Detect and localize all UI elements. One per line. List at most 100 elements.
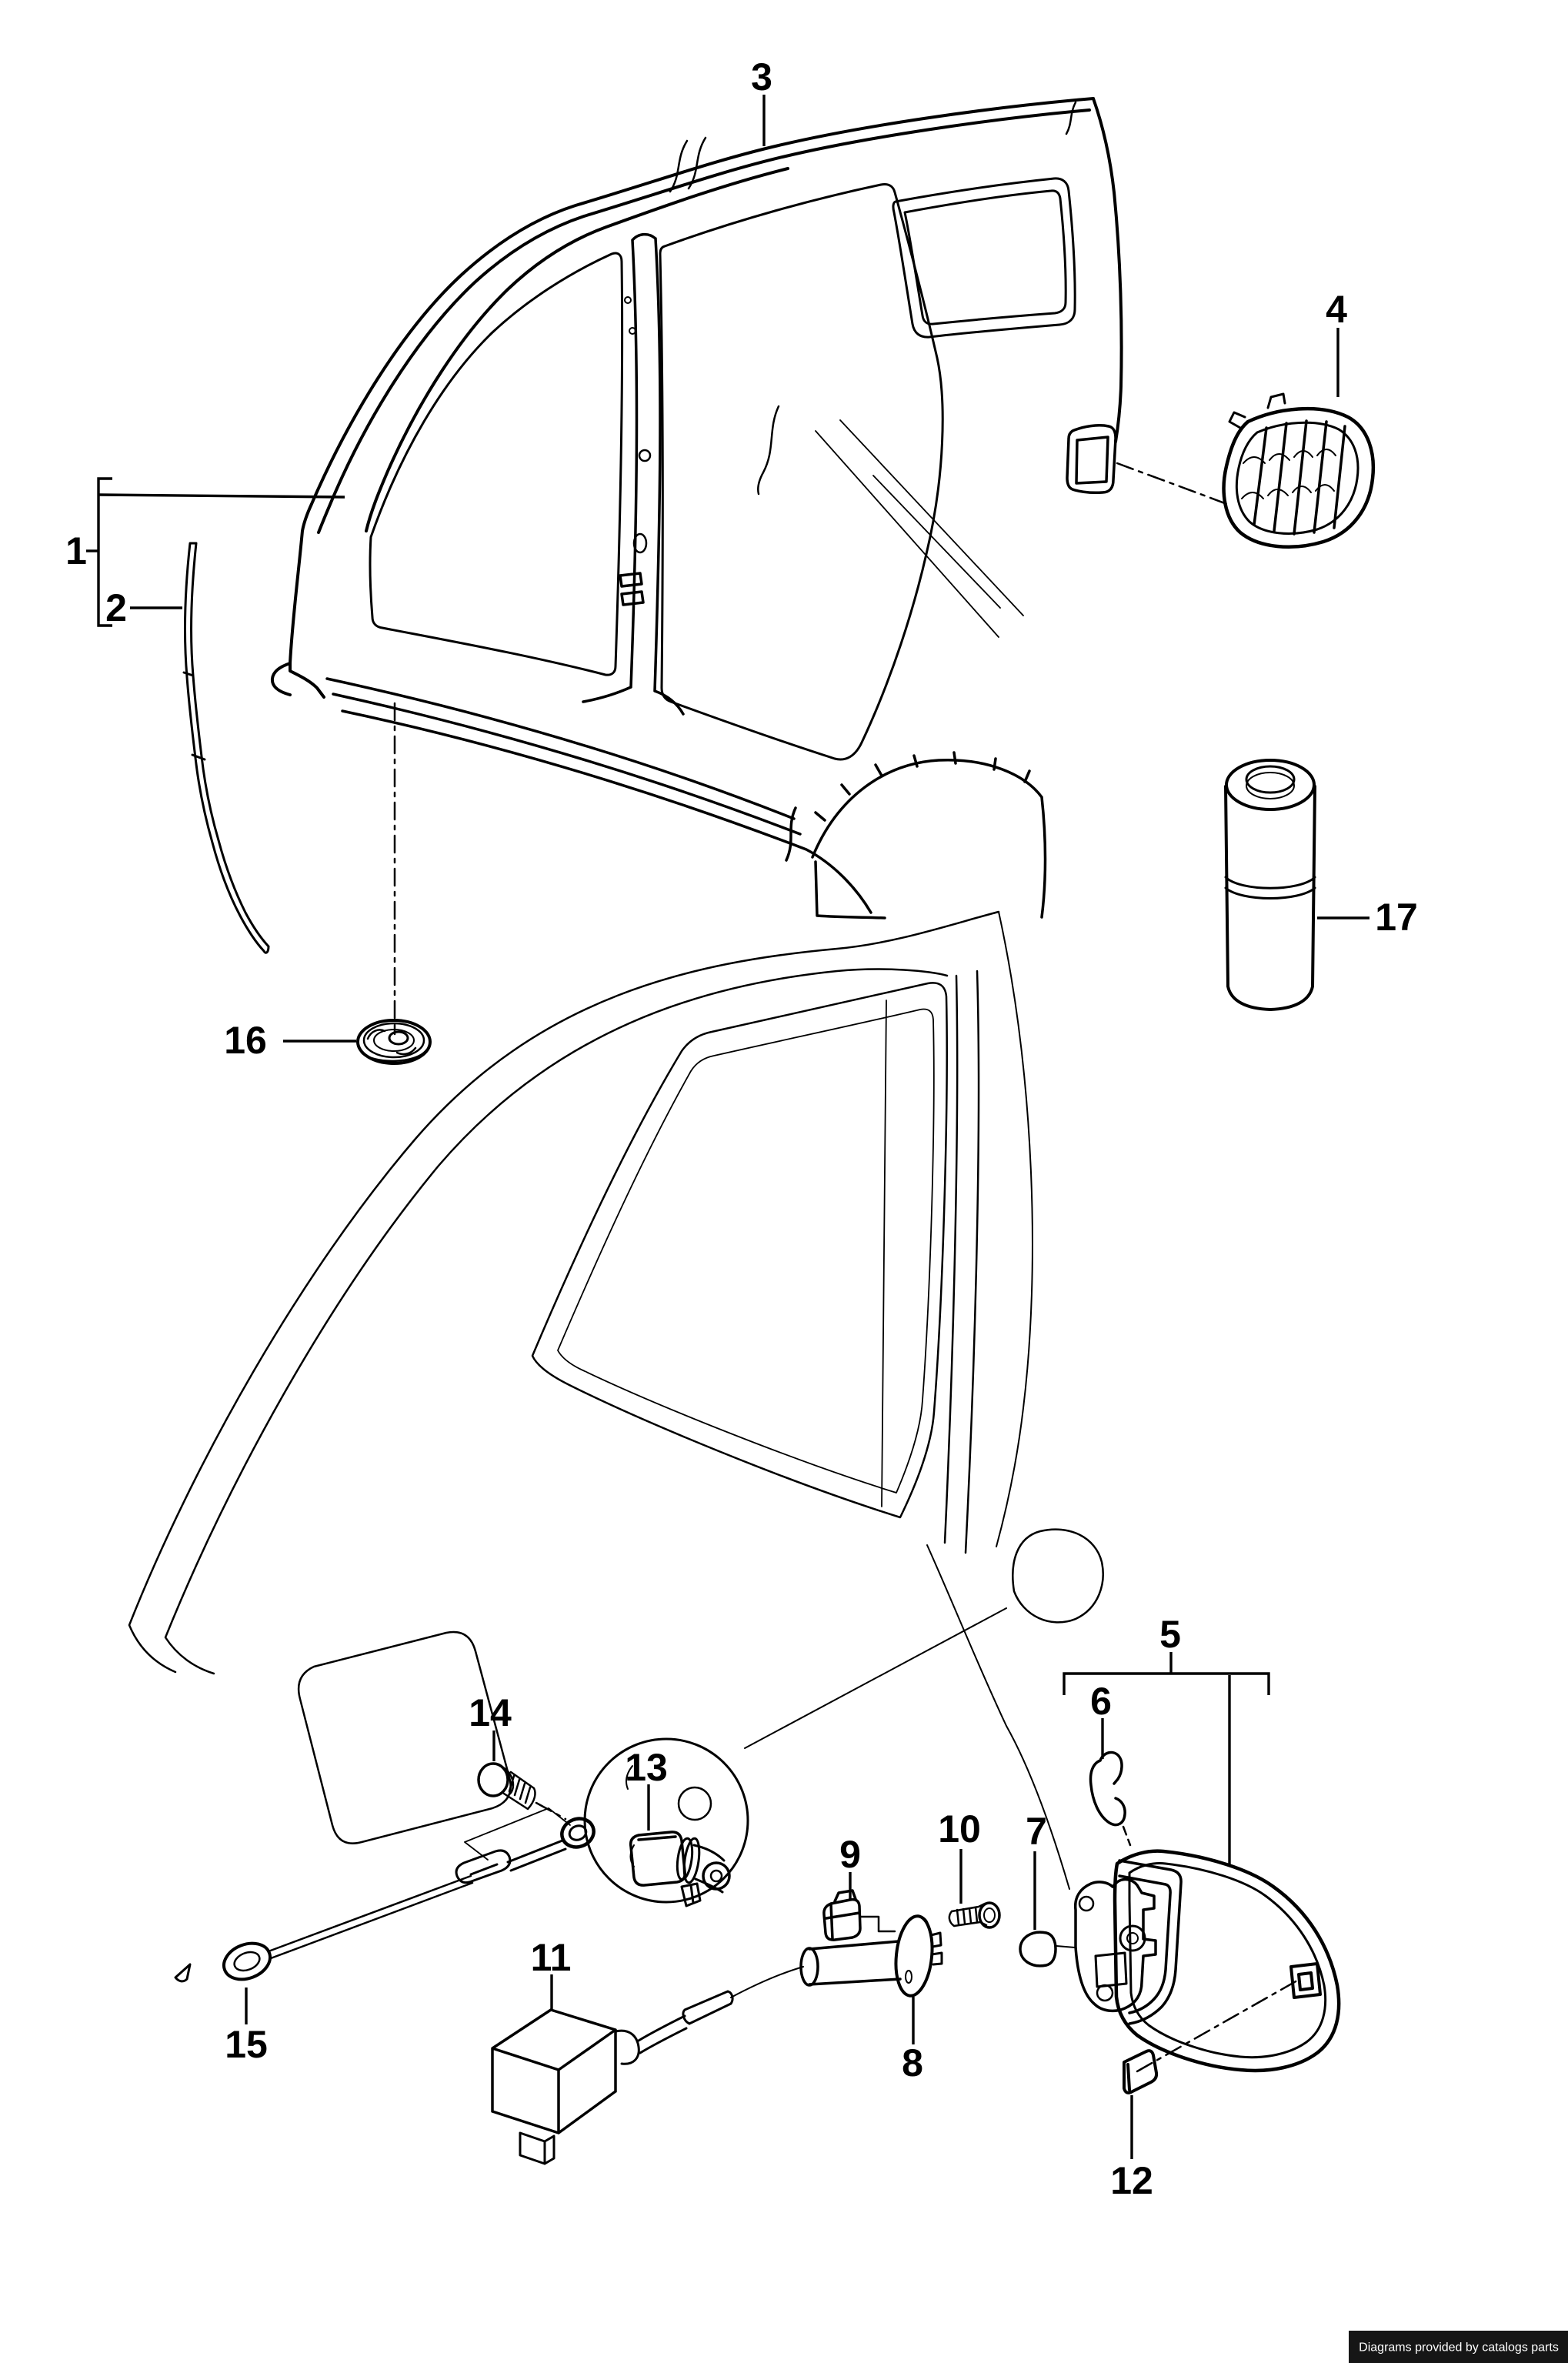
callout-9: 9 <box>839 1833 861 1899</box>
callout-leader-line <box>97 477 112 627</box>
callout-15: 15 <box>225 1988 268 2066</box>
callout-number: 14 <box>469 1691 512 1734</box>
release-rod <box>174 1807 596 1983</box>
grommet-outer-ring <box>356 1019 432 1065</box>
flap-alignment-line <box>1136 1979 1299 2073</box>
vent-louvers <box>1241 449 1336 499</box>
can-nozzle-ring-lower <box>1246 772 1295 799</box>
callout-number: 8 <box>902 2041 923 2084</box>
vent-opening <box>1066 424 1117 494</box>
callout-number: 3 <box>751 55 772 98</box>
can-nozzle-ring <box>1245 765 1296 794</box>
flap-latch-plate <box>1073 1877 1157 2013</box>
spring-6 <box>1089 1751 1126 1827</box>
rod-end-eyelet <box>560 1817 596 1849</box>
grommet-mid-ring <box>362 1022 425 1059</box>
latch-plate-hole-top <box>1078 1895 1095 1912</box>
spring-alignment-line <box>1122 1825 1132 1847</box>
flap-inner-rim <box>1128 1862 1327 2059</box>
quarter-panel-hatching <box>815 419 1024 638</box>
latch-plate-boss <box>1119 1924 1146 1952</box>
sealing-strip-outline <box>182 542 270 954</box>
badge-text: Diagrams provided by catalogs parts <box>1359 2341 1559 2355</box>
can-top-rim <box>1225 759 1316 811</box>
fuel-flap-unit <box>1073 1751 1341 2094</box>
motor-flange <box>676 1837 694 1881</box>
buffer-cap-link <box>1056 1945 1076 1948</box>
b-pillar-hole <box>638 449 652 462</box>
callout-13: 13 <box>625 1746 668 1831</box>
spray-can <box>1224 759 1316 1011</box>
callout-leader-line <box>98 493 345 499</box>
rod-ring-eyelet-inner <box>233 1951 261 1972</box>
flap-channel-frame <box>1118 1859 1183 2025</box>
rear-door-aperture <box>659 183 944 761</box>
module-connector <box>519 2131 555 2165</box>
callout-2: 2 <box>105 586 182 629</box>
pin-rear-tabs <box>916 1914 943 1966</box>
callout-3: 3 <box>751 55 772 146</box>
vent-outer-frame <box>1222 406 1376 549</box>
b-pillar-slot <box>632 532 648 554</box>
badge-background <box>1349 2331 1568 2363</box>
flap-square-mount <box>1289 1962 1322 1999</box>
callout-number: 2 <box>105 586 127 629</box>
vent-alignment-line <box>1116 462 1230 506</box>
latch-plate-boss-hole <box>1126 1932 1139 1944</box>
window-opening-inner <box>557 1000 935 1507</box>
callout-14: 14 <box>469 1691 512 1761</box>
sealing-strip <box>182 542 270 954</box>
rod-ring-eyelet <box>222 1941 272 1981</box>
screw-10-head-inner <box>983 1907 996 1923</box>
quarter-window-opening <box>892 177 1076 339</box>
callout-16: 16 <box>224 1019 356 1062</box>
motor-shaft-hole <box>709 1869 723 1883</box>
module-box <box>491 2008 617 2134</box>
callout-7: 7 <box>1026 1810 1047 1930</box>
a-pillar-sweep <box>128 910 1000 1675</box>
plug-grommet <box>356 702 432 1065</box>
callout-leader-line <box>1063 1672 1270 1695</box>
control-module <box>491 1966 804 2165</box>
b-pillar-sweep <box>943 970 980 1554</box>
motor-barrel <box>692 1844 726 1894</box>
latch-plate-window <box>1094 1951 1128 1988</box>
lock-motor <box>629 1831 731 1907</box>
b-pillar <box>582 232 685 716</box>
door-rear-edge <box>744 911 1070 1890</box>
callout-10: 10 <box>938 1807 981 1904</box>
callout-number: 13 <box>625 1746 668 1789</box>
motor-end-cap <box>702 1861 731 1891</box>
callout-12: 12 <box>1110 2095 1153 2202</box>
panel-break-mark <box>669 101 1077 496</box>
roof-and-a-pillar-outline <box>270 97 1095 699</box>
module-cable <box>614 1990 734 2065</box>
screw-14-shank <box>500 1765 536 1811</box>
body-side-frame-drawing <box>270 97 1123 920</box>
screw-14 <box>477 1762 567 1821</box>
callout-1: 1 <box>65 477 345 627</box>
callout-17: 17 <box>1317 896 1418 939</box>
fuel-door-opening <box>297 1630 512 1844</box>
wedge-clip-12 <box>1123 2049 1159 2094</box>
callout-5: 5 <box>1063 1613 1270 1865</box>
hinge-pin <box>799 1914 943 1998</box>
rod-slot <box>455 1849 512 1884</box>
buffer-cap <box>1019 1931 1076 1967</box>
callout-number: 10 <box>938 1807 981 1851</box>
callout-6: 6 <box>1090 1680 1112 1759</box>
buffer-cap-body <box>1019 1931 1057 1967</box>
rod-end-eyelet-inner <box>568 1824 588 1841</box>
rear-pillar-edge <box>1092 97 1123 443</box>
retaining-clip <box>822 1889 896 1941</box>
callout-number: 17 <box>1375 896 1418 939</box>
callout-number: 15 <box>225 2023 268 2066</box>
handle-recess <box>1012 1528 1104 1624</box>
callout-number: 16 <box>224 1019 267 1062</box>
can-body <box>1224 785 1316 1011</box>
vent-inner-frame <box>1235 421 1359 535</box>
